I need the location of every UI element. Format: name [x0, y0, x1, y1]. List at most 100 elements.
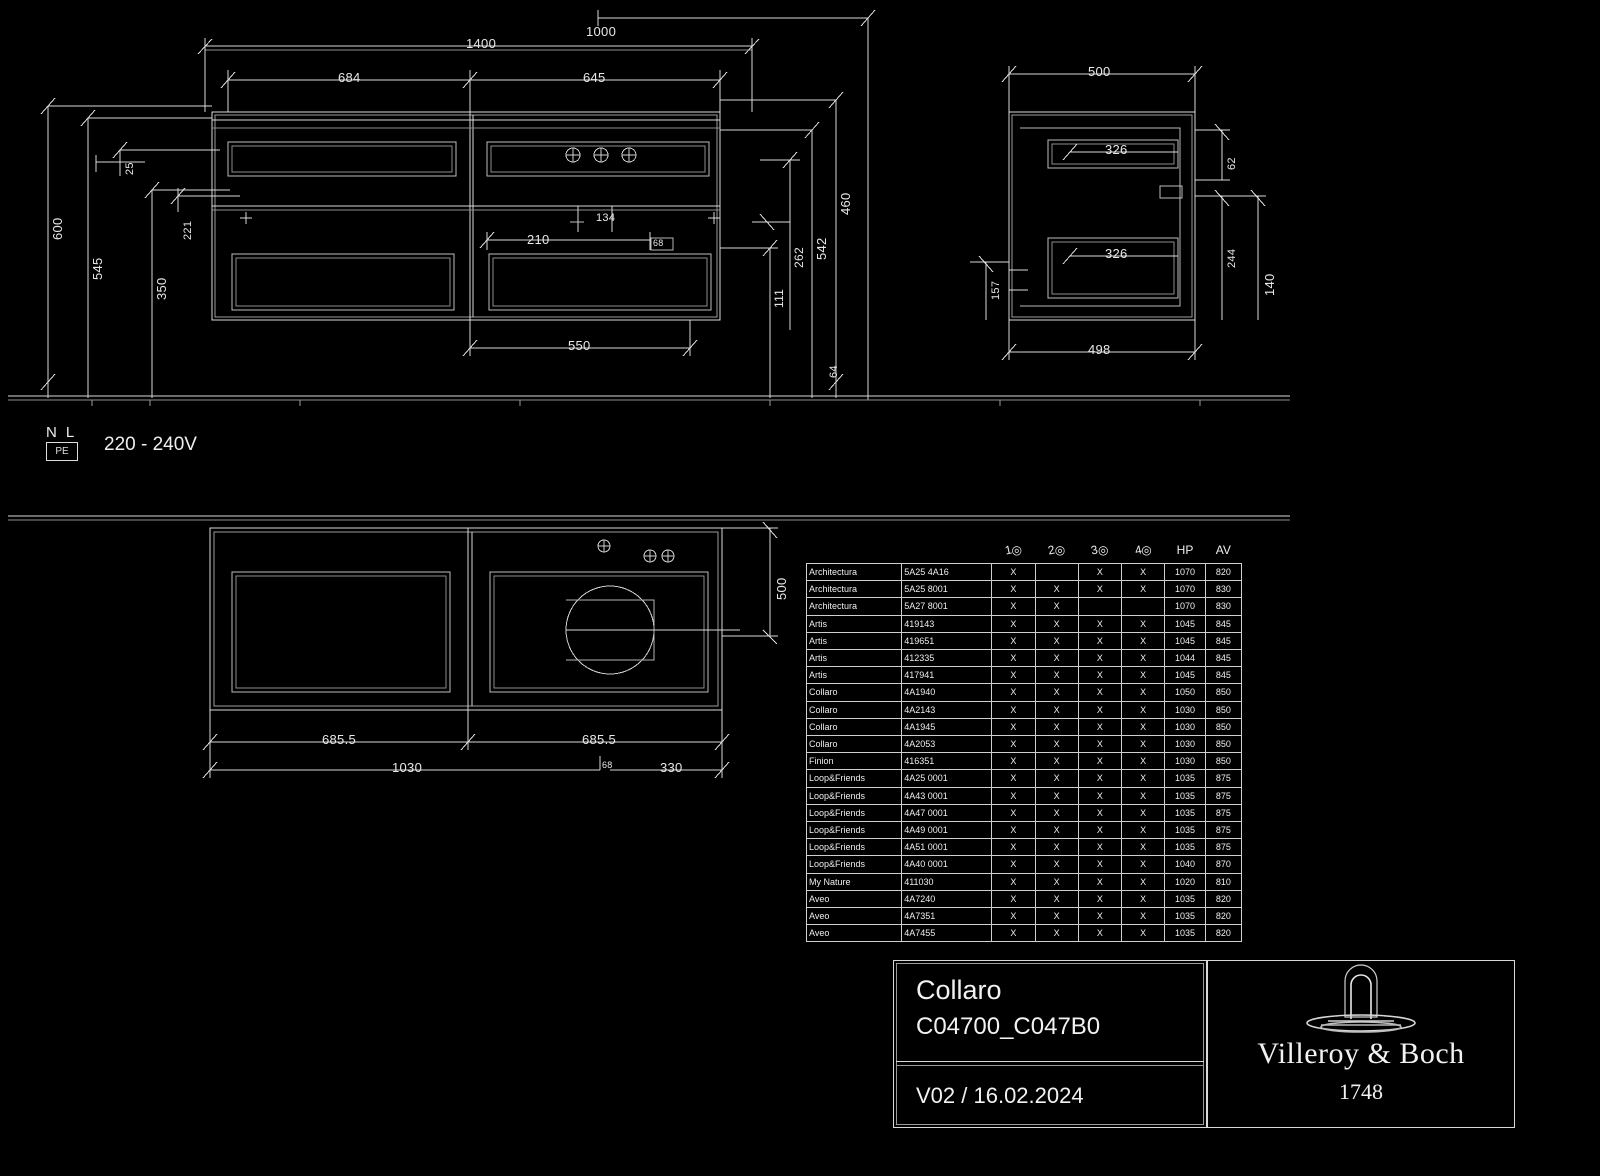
brand-block: Villeroy & Boch 1748: [1207, 960, 1515, 1128]
cell-article: 416351: [901, 752, 993, 771]
cell-mark-1: X: [991, 683, 1036, 702]
dim-front-right-d: 64: [828, 365, 840, 378]
cell-article: 4A1945: [901, 717, 993, 737]
cell-mark-3: X: [1077, 649, 1123, 668]
cell-name: Architectura: [805, 562, 903, 582]
cell-hp: 1050: [1164, 683, 1206, 702]
dim-plan-left-section: 685.5: [322, 732, 357, 747]
dim-side-left-low: 157: [990, 280, 1002, 300]
cell-av: 850: [1204, 752, 1243, 771]
cell-name: Aveo: [805, 924, 903, 943]
dim-front-bottom: 550: [568, 338, 591, 353]
cell-mark-1: X: [991, 907, 1036, 926]
cell-name: Artis: [805, 666, 903, 685]
cell-mark-3: X: [1077, 855, 1123, 874]
cell-mark-2: X: [1034, 666, 1079, 685]
cell-name: Loop&Friends: [805, 821, 903, 840]
cell-mark-3: X: [1077, 562, 1123, 582]
dim-plan-right-section: 685.5: [582, 732, 617, 747]
dim-plan-overall: 1030: [392, 760, 423, 775]
cell-av: 850: [1204, 735, 1243, 754]
cell-mark-3: X: [1077, 924, 1123, 943]
dim-side-top-width: 500: [1088, 64, 1111, 79]
cell-hp: 1030: [1164, 717, 1206, 737]
cell-av: 820: [1204, 562, 1243, 582]
cell-mark-2: X: [1034, 649, 1079, 668]
cell-article: 4A47 0001: [901, 803, 993, 823]
cell-name: Architectura: [805, 597, 903, 616]
cell-mark-2: X: [1034, 889, 1079, 909]
cell-article: 412335: [901, 649, 993, 668]
cell-mark-3: X: [1077, 889, 1123, 909]
cell-name: Collaro: [805, 735, 903, 754]
cell-mark-4: X: [1121, 649, 1166, 668]
cell-mark-3: X: [1077, 631, 1123, 651]
dim-front-left-section: 684: [338, 70, 361, 85]
cell-mark-4: X: [1121, 872, 1166, 891]
cell-mark-3: X: [1077, 907, 1123, 926]
cell-article: 4A1940: [901, 683, 993, 702]
table-header-row: 1◎ 2◎ 3◎ 4◎ HP AV: [807, 537, 1242, 564]
cell-mark-1: X: [991, 614, 1036, 633]
cell-av: 820: [1204, 889, 1243, 909]
voltage-label: 220 - 240V: [104, 434, 197, 455]
cell-mark-2: X: [1034, 769, 1079, 788]
dim-front-right-c: 111: [772, 288, 786, 308]
cell-mark-4: X: [1121, 631, 1166, 651]
cell-mark-1: X: [991, 562, 1036, 582]
dim-front-right-section: 645: [583, 70, 606, 85]
cell-mark-1: X: [991, 752, 1036, 771]
cell-av: 845: [1204, 614, 1243, 633]
cell-av: 820: [1204, 907, 1243, 926]
cell-mark-4: X: [1121, 752, 1166, 771]
dim-front-height-left-outer: 545: [90, 257, 105, 280]
cell-article: 4A40 0001: [901, 855, 993, 874]
cell-av: 810: [1204, 872, 1243, 891]
cell-article: 4A25 0001: [901, 769, 993, 788]
cell-mark-4: X: [1121, 700, 1166, 719]
cell-hp: 1035: [1164, 786, 1206, 805]
cell-hp: 1040: [1164, 855, 1206, 874]
dim-front-total-width: 1400: [466, 36, 497, 51]
cell-mark-1: X: [991, 631, 1036, 651]
brand-name: Villeroy & Boch: [1257, 1037, 1465, 1070]
cell-mark-3: X: [1077, 735, 1123, 754]
cell-mark-1: X: [991, 786, 1036, 805]
dim-side-right-low: 140: [1262, 273, 1277, 296]
cell-mark-2: X: [1034, 803, 1079, 823]
cell-av: 850: [1204, 717, 1243, 737]
cell-mark-4: X: [1121, 821, 1166, 840]
dim-side-inner-top: 326: [1105, 142, 1128, 157]
cell-name: Collaro: [805, 700, 903, 719]
terminal-n-label: N: [46, 424, 66, 441]
dim-front-right-b: 262: [792, 247, 806, 268]
cell-hp: 1035: [1164, 889, 1206, 909]
dim-side-inner-bottom: 326: [1105, 246, 1128, 261]
cell-mark-1: X: [991, 872, 1036, 891]
cell-mark-1: X: [991, 924, 1036, 943]
cell-hp: 1045: [1164, 631, 1206, 651]
cell-mark-1: X: [991, 855, 1036, 874]
cell-mark-2: [1034, 562, 1079, 582]
cell-mark-1: X: [991, 597, 1036, 616]
cell-av: 845: [1204, 666, 1243, 685]
cell-av: 875: [1204, 821, 1243, 840]
cell-mark-2: X: [1034, 735, 1079, 754]
cell-mark-3: X: [1077, 752, 1123, 771]
cell-mark-4: X: [1121, 889, 1166, 909]
cell-name: Artis: [805, 631, 903, 651]
cell-article: 5A27 8001: [901, 597, 993, 616]
cell-mark-3: X: [1077, 872, 1123, 891]
cell-mark-2: X: [1034, 786, 1079, 805]
header-mark-1: 1◎: [1003, 542, 1023, 558]
cell-hp: 1030: [1164, 752, 1206, 771]
cell-mark-1: X: [991, 580, 1036, 599]
cell-mark-2: X: [1034, 821, 1079, 840]
